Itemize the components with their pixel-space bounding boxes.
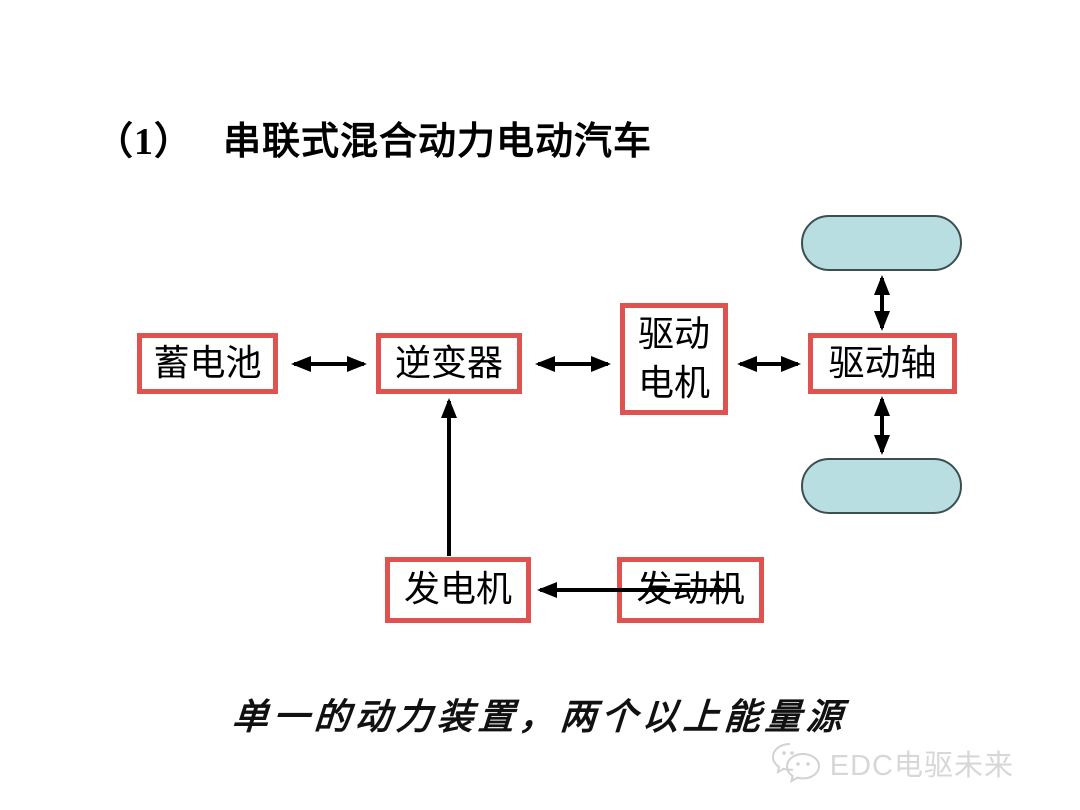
rear-wheel [801, 458, 962, 514]
node-engine-label: 发动机 [636, 569, 745, 610]
node-inverter: 逆变器 [376, 333, 522, 394]
wechat-bubbles-icon [771, 743, 820, 783]
node-drive-motor-line1: 驱动 [637, 314, 710, 355]
title-number: （1） [95, 121, 194, 163]
title-text: 串联式混合动力电动汽车 [223, 121, 653, 163]
node-battery: 蓄电池 [137, 333, 278, 394]
page-title: （1） 串联式混合动力电动汽车 [95, 110, 652, 165]
node-drive-motor-line2: 电机 [637, 363, 710, 403]
watermark-text: EDC电驱未来 [829, 750, 1014, 782]
node-drive-shaft-label: 驱动轴 [828, 342, 937, 383]
node-engine: 发动机 [617, 557, 764, 623]
node-battery-label: 蓄电池 [153, 342, 262, 383]
watermark: EDC电驱未来 [770, 740, 1014, 786]
annotation-text: 单一的动力装置，两个以上能量源 [230, 696, 849, 738]
node-inverter-label: 逆变器 [394, 342, 503, 383]
front-wheel [801, 215, 962, 271]
node-drive-shaft: 驱动轴 [808, 333, 957, 394]
node-drive-motor: 驱动 电机 [620, 303, 728, 415]
node-generator: 发电机 [385, 557, 531, 623]
node-generator-label: 发电机 [403, 569, 512, 610]
